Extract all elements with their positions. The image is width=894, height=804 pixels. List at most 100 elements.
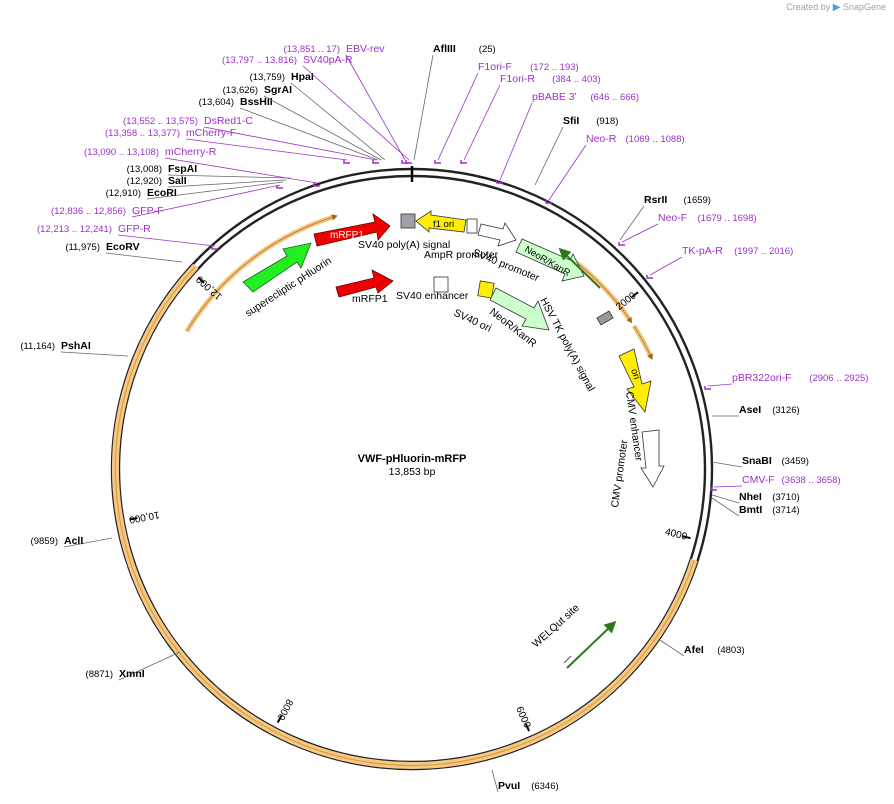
- feature-ori[interactable]: ori: [618, 348, 652, 413]
- site-neo-f[interactable]: (1679 .. 1698)Neo-F: [618, 212, 757, 246]
- site-position: (6346): [531, 781, 558, 792]
- site-name: NheI: [739, 491, 762, 503]
- site-name: AclI: [64, 535, 83, 547]
- site-pvui[interactable]: (6346)PvuI: [491, 769, 559, 793]
- site-pbr322ori-f[interactable]: (2906 .. 2925)pBR322ori-F: [704, 372, 868, 390]
- site-position: (13,090 .. 13,108): [84, 147, 159, 158]
- site-mcherry-f[interactable]: (13,358 .. 13,377)mCherry-F: [105, 127, 350, 164]
- plasmid-size: 13,853 bp: [389, 466, 436, 478]
- feature-label-sv40-enhancer: SV40 enhancer: [396, 290, 469, 302]
- site-afei[interactable]: (4803) AfeI: [659, 639, 745, 657]
- site-position: (918): [596, 116, 618, 127]
- site-asei[interactable]: (3126)AseI: [712, 404, 800, 417]
- feature-label-mRFP1-outer: mRFP1: [330, 230, 364, 241]
- tick-mark: [197, 276, 205, 284]
- site-position: (13,626): [223, 85, 258, 96]
- feature-label-hsv-tk: HSV TK poly(A) signal: [537, 296, 597, 394]
- site-name: F1ori-F: [478, 61, 512, 73]
- site-position: (3459): [782, 456, 809, 467]
- site-ebv-rev[interactable]: (13,851 .. 17)EBV-rev: [283, 43, 408, 164]
- site-snabi[interactable]: (3459)SnaBI: [711, 455, 809, 468]
- site-position: (12,910): [106, 188, 141, 199]
- site-name: EcoRV: [106, 241, 140, 253]
- feature-welqut[interactable]: [563, 620, 617, 669]
- feature-label-welqut: WELQut site: [530, 602, 582, 650]
- site-bmti[interactable]: (3714) BmtI: [711, 497, 800, 517]
- site-name: F1ori-R: [500, 73, 535, 85]
- feature-label-ampr-promoter: AmpR promoter: [424, 249, 499, 261]
- feature-mRFP1-outer[interactable]: mRFP1: [313, 213, 391, 247]
- hsv-tk-box: [596, 310, 614, 326]
- site-gfp-r[interactable]: (12,213 .. 12,241)GFP-R: [37, 223, 218, 250]
- site-name: EcoRI: [147, 187, 177, 199]
- site-mcherry-r[interactable]: (13,090 .. 13,108) mCherry-R: [84, 146, 320, 187]
- feature-label-f1ori: f1 ori: [433, 219, 454, 230]
- site-afliii[interactable]: (25)AflIII: [413, 43, 496, 161]
- feature-f1ori[interactable]: f1 ori: [415, 210, 467, 233]
- site-tk-pa-r[interactable]: (1997 .. 2016)TK-pA-R: [646, 245, 793, 279]
- site-position: (3638 .. 3658): [782, 475, 841, 486]
- site-name: AflIII: [433, 43, 456, 55]
- site-ecori[interactable]: (12,910) EcoRI: [106, 181, 284, 200]
- site-position: (4803): [717, 645, 744, 656]
- site-sali[interactable]: (12,920)SalI: [127, 175, 287, 188]
- site-hpai[interactable]: (13,759) HpaI: [250, 71, 386, 161]
- site-bsshii[interactable]: (13,604)BssHII: [199, 96, 379, 161]
- site-sgrai[interactable]: (13,626)SgrAI: [223, 84, 382, 161]
- site-position: (9859): [31, 536, 58, 547]
- tick-mark: [524, 723, 530, 732]
- tick-label: 4000: [664, 527, 689, 543]
- site-position: (1659): [684, 195, 711, 206]
- feature-superecliptic-phluorin[interactable]: [242, 242, 312, 293]
- site-rsrii[interactable]: (1659) RsrII: [619, 194, 711, 241]
- site-name: pBR322ori-F: [732, 372, 792, 384]
- site-pshai[interactable]: (11,164)PshAI: [20, 340, 129, 357]
- site-xmni[interactable]: (8871)XmnI: [86, 651, 181, 681]
- site-cmv-f[interactable]: (3638 .. 3658)CMV-F: [710, 474, 841, 491]
- site-position: (12,213 .. 12,241): [37, 224, 112, 235]
- site-name: mCherry-R: [165, 146, 217, 158]
- tick-mark: [276, 715, 283, 724]
- site-nhei[interactable]: (3710)NheI: [711, 491, 800, 504]
- site-name: DsRed1-C: [204, 115, 253, 127]
- site-sv40pa-r[interactable]: (13,797 .. 13,816)SV40pA-R: [222, 54, 412, 164]
- site-name: RsrII: [644, 194, 667, 206]
- site-f1ori-f[interactable]: (172 .. 193)F1ori-F: [434, 61, 579, 164]
- tick-mark: [682, 535, 691, 540]
- site-position: (13,759): [250, 72, 285, 83]
- site-neo-r[interactable]: (1069 .. 1088) Neo-R: [545, 133, 685, 204]
- site-fspai[interactable]: (13,008) FspAI: [127, 163, 291, 179]
- site-position: (13,008): [127, 164, 162, 175]
- site-position: (384 .. 403): [552, 74, 601, 85]
- site-acli[interactable]: (9859) AclI: [31, 535, 113, 548]
- site-name: AfeI: [684, 644, 704, 656]
- site-position: (3714): [772, 505, 799, 516]
- site-ecorv[interactable]: (11,975)EcoRV: [65, 241, 183, 263]
- site-name: Neo-R: [586, 133, 617, 145]
- sv40-ori-box: [477, 280, 495, 299]
- site-name: XmnI: [119, 668, 145, 680]
- site-position: (13,604): [199, 97, 234, 108]
- site-f1ori-r[interactable]: (384 .. 403) F1ori-R: [460, 73, 601, 164]
- site-position: (13,797 .. 13,816): [222, 55, 297, 66]
- site-name: EBV-rev: [346, 43, 385, 55]
- feature-sv40-promoter[interactable]: [477, 222, 517, 247]
- site-sfii[interactable]: (918)SfiI: [534, 115, 618, 186]
- feature-cmv-enhancer[interactable]: [640, 429, 665, 488]
- feature-neor-inner[interactable]: [489, 287, 550, 331]
- site-position: (1069 .. 1088): [626, 134, 685, 145]
- feature-band: [112, 214, 698, 769]
- tick-mark: [631, 291, 639, 298]
- site-position: (3126): [772, 405, 799, 416]
- site-name: BmtI: [739, 504, 762, 516]
- site-position: (1997 .. 2016): [734, 246, 793, 257]
- site-gfp-f[interactable]: (12,836 .. 12,856)GFP-F: [51, 184, 283, 218]
- plasmid-name: VWF-pHluorin-mRFP: [358, 453, 467, 465]
- feature-mRFP1-inner[interactable]: [335, 269, 394, 298]
- site-pbabe-3-[interactable]: (646 .. 666)pBABE 3': [496, 91, 639, 184]
- created-by-text: Created by: [786, 2, 831, 12]
- site-dsred1-c[interactable]: (13,552 .. 13,575)DsRed1-C: [123, 115, 379, 164]
- site-name: HpaI: [291, 71, 314, 83]
- site-name: FspAI: [168, 163, 197, 175]
